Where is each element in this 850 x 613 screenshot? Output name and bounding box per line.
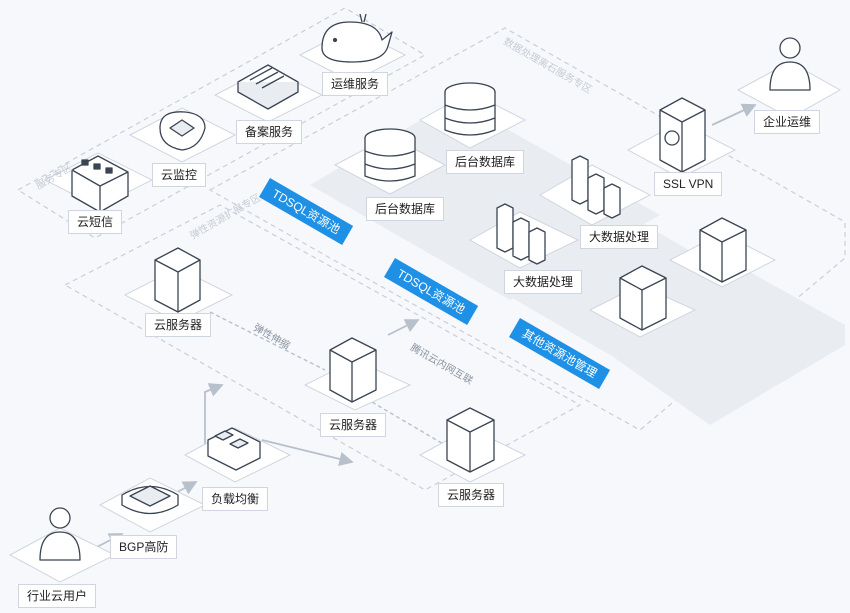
document-icon: [237, 64, 299, 110]
enterprise-ops-label: 企业运维: [754, 110, 821, 134]
person-icon: [769, 37, 811, 91]
defense-icon: [121, 485, 179, 515]
database-icon: [444, 82, 496, 136]
bar-chart-icon: [496, 203, 546, 265]
server-icon: [446, 407, 495, 473]
elastic-link: [209, 311, 326, 371]
server-icon: [154, 247, 201, 313]
ops-service-label: 运维服务: [322, 72, 389, 96]
big-data-zone-outline: [208, 27, 846, 431]
cloud-server-label-2: 云服务器: [320, 413, 387, 437]
building-icon: [71, 155, 129, 213]
big-data-label-1: 大数据处理: [580, 225, 659, 249]
shield-icon: [159, 111, 206, 151]
record-service-label: 备案服务: [236, 120, 303, 144]
server-link-arrow: [387, 319, 420, 336]
load-balancer-icon: [207, 427, 261, 471]
cloud-monitor-label: 云监控: [152, 163, 207, 187]
cloud-server-label-1: 云服务器: [145, 313, 212, 337]
server-icon: [329, 337, 377, 403]
cloud-server-label-3: 云服务器: [438, 483, 505, 507]
bgp-defense-label: BGP高防: [110, 535, 178, 559]
big-data-label-2: 大数据处理: [504, 270, 583, 294]
server-icon: [619, 265, 667, 331]
vpn-device-icon: [659, 97, 706, 173]
server-icon: [699, 217, 747, 283]
backend-db-label-1: 后台数据库: [446, 150, 525, 174]
lb-to-up-arrow: [204, 383, 224, 448]
vpn-ops-arrow: [711, 103, 757, 126]
database-icon: [364, 128, 416, 182]
whale-icon: [321, 13, 393, 63]
backend-db-label-2: 后台数据库: [366, 197, 445, 221]
interconnect-link: [359, 394, 446, 446]
elastic-zone-outline: [63, 204, 582, 491]
bar-chart-icon: [571, 155, 621, 219]
ssl-vpn-label: SSL VPN: [654, 172, 723, 196]
cloud-sms-label: 云短信: [68, 210, 123, 234]
industry-user-label: 行业云用户: [18, 584, 97, 608]
load-balancer-label: 负载均衡: [202, 487, 269, 511]
person-icon: [39, 507, 81, 561]
lb-to-right-arrow: [261, 439, 354, 467]
